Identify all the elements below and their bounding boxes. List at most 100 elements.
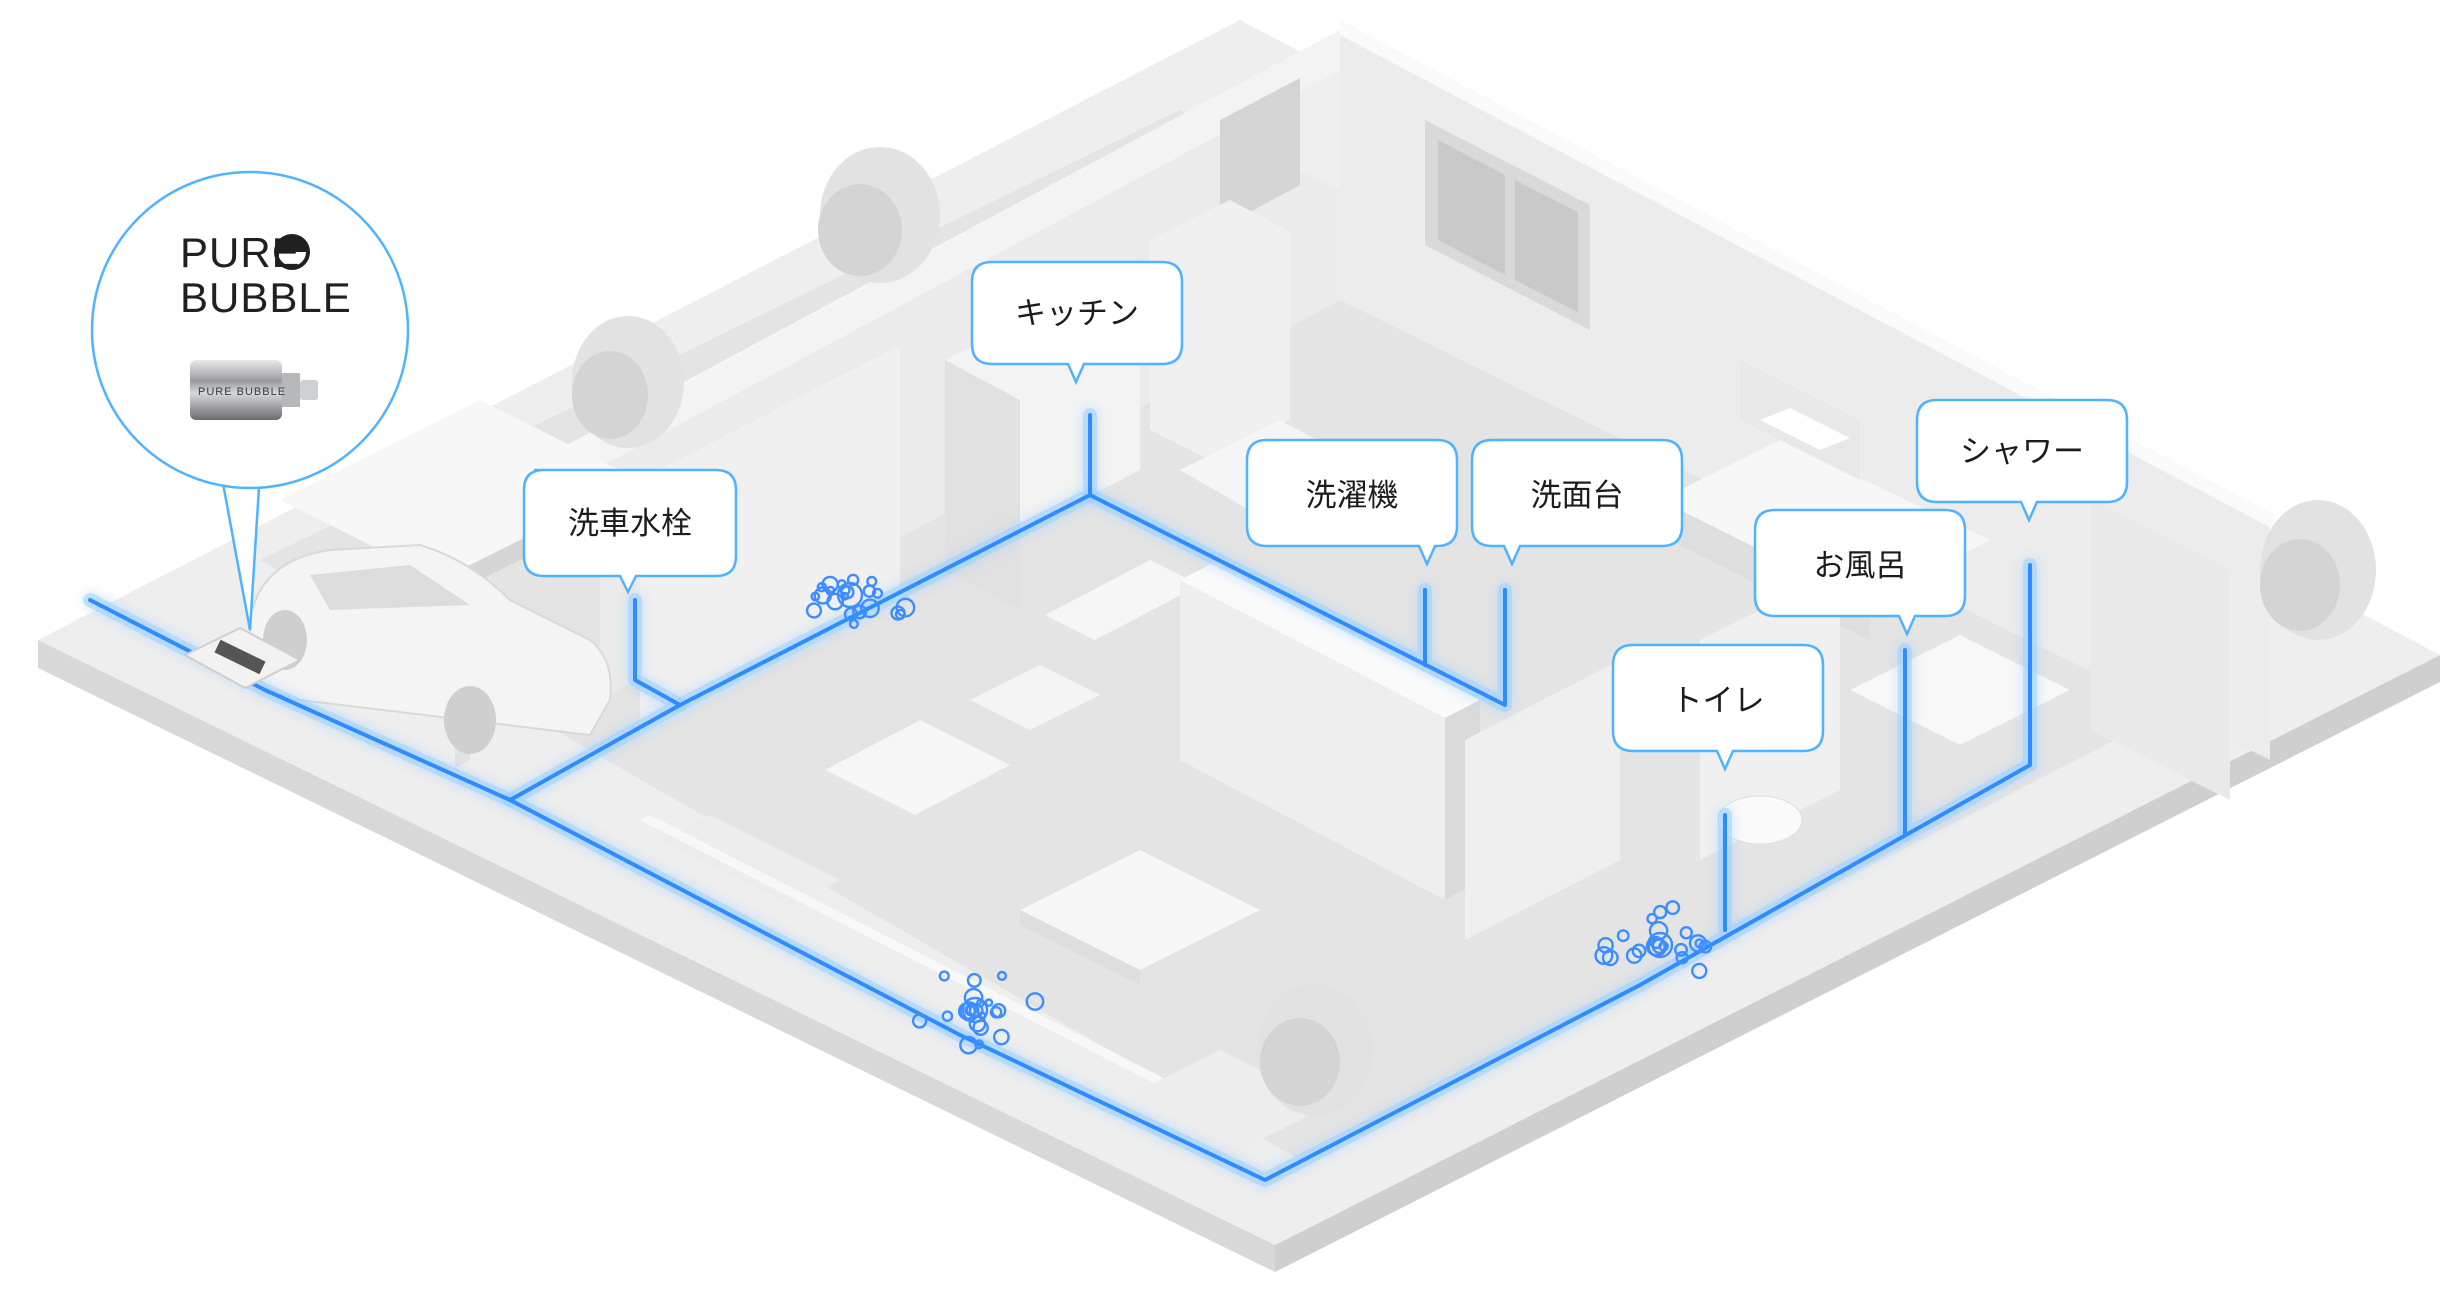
callout-car-wash-label: 洗車水栓	[568, 506, 692, 542]
callout-shower: シャワー	[1915, 398, 2129, 524]
window	[1220, 78, 1300, 228]
micro-bubble	[991, 1003, 1007, 1019]
micro-bubble	[894, 608, 907, 620]
micro-bubble	[840, 591, 850, 601]
micro-bubble	[938, 970, 950, 982]
callout-wash-basin-label: 洗面台	[1531, 478, 1624, 514]
micro-bubble	[1675, 951, 1689, 965]
shower-wall	[2090, 500, 2230, 800]
carport-roof	[280, 400, 640, 580]
floor-slab-side-right	[1275, 655, 2440, 1272]
tree	[818, 147, 940, 283]
sofa-back	[1045, 538, 1150, 615]
tv-stand	[660, 815, 840, 905]
product-label: PURE BUBBLE	[198, 386, 286, 398]
micro-bubble	[1665, 900, 1681, 916]
product-device-image: PURE BUBBLE	[190, 360, 318, 420]
micro-bubble	[862, 584, 877, 598]
micro-bubble	[1594, 946, 1614, 966]
micro-bubble	[1673, 942, 1688, 957]
front-low-wall	[640, 815, 1265, 1135]
micro-bubble	[966, 972, 982, 988]
brand-logo-circle-fill	[276, 236, 308, 252]
bed-pillow	[1760, 408, 1850, 450]
micro-bubble	[1025, 992, 1045, 1011]
planter	[1120, 1050, 1330, 1155]
water-pipe-network	[83, 408, 2037, 1187]
house-model	[38, 20, 2440, 1272]
micro-bubble	[860, 598, 880, 619]
micro-bubble	[964, 1003, 978, 1017]
tree	[2260, 500, 2376, 640]
micro-bubble	[1691, 962, 1708, 980]
window-pane	[1438, 140, 1505, 275]
coffee-table	[970, 665, 1100, 730]
micro-bubble	[1688, 934, 1708, 953]
brand-logo-line2: BUBBLE	[180, 274, 352, 321]
product-callout-circle	[90, 170, 410, 490]
tree	[1257, 984, 1373, 1116]
micro-bubble	[839, 584, 851, 596]
window-pane	[1515, 180, 1578, 312]
micro-bubble	[846, 573, 860, 587]
micro-bubble	[1646, 912, 1658, 925]
micro-bubble	[836, 581, 864, 609]
pipe-utility-core	[1088, 493, 1507, 707]
callout-car-wash: 洗車水栓	[522, 468, 738, 595]
callout-washing-machine-label: 洗濯機	[1306, 478, 1399, 514]
left-wall	[640, 345, 900, 735]
car-wheel	[444, 686, 496, 754]
micro-bubble	[1694, 938, 1705, 949]
micro-bubble	[974, 1039, 985, 1050]
micro-bubble	[911, 1013, 928, 1029]
micro-bubble	[1651, 938, 1668, 955]
callout-washing-machine: 洗濯機	[1245, 438, 1459, 568]
micro-bubble	[993, 1028, 1010, 1046]
micro-bubble	[1679, 926, 1694, 940]
pipe-bath-core	[1723, 648, 1907, 932]
micro-bubble	[1631, 943, 1647, 959]
micro-bubble	[941, 1010, 954, 1023]
fridge	[1150, 200, 1290, 460]
sofa	[1045, 560, 1200, 640]
floor-slab-side	[38, 640, 1275, 1272]
brand-logo-line1: PURE	[180, 229, 301, 276]
sofa-back	[825, 690, 920, 770]
micro-bubble	[852, 604, 868, 620]
micro-bubble-clusters	[805, 573, 1713, 1055]
micro-bubble	[871, 587, 884, 599]
micro-bubble	[848, 618, 860, 630]
micro-bubble	[1646, 931, 1674, 959]
micro-bubble	[1616, 929, 1630, 943]
pipe-car-wash-core	[508, 598, 682, 802]
micro-bubble	[996, 970, 1008, 982]
callout-kitchen-label: キッチン	[1015, 296, 1139, 332]
kitchen-cabinet-front	[945, 360, 1020, 610]
pipe-main-core	[88, 563, 2032, 1182]
bathroom-wall	[1465, 660, 1620, 940]
partition-wall	[1180, 562, 1480, 718]
micro-bubble	[1625, 947, 1643, 964]
car-window	[310, 565, 470, 610]
callout-kitchen: キッチン	[970, 260, 1184, 386]
callout-wash-basin: 洗面台	[1470, 438, 1684, 568]
inlet-device	[184, 627, 301, 689]
micro-bubble	[1652, 904, 1668, 920]
callout-bath-label: お風呂	[1814, 548, 1907, 584]
dining-table-edge	[1020, 910, 1140, 985]
sofa	[825, 720, 1010, 815]
micro-bubble	[805, 602, 823, 619]
partition-wall-face	[1180, 580, 1445, 900]
micro-bubble	[959, 1035, 978, 1055]
micro-bubble	[961, 996, 989, 1024]
tree	[572, 316, 684, 448]
micro-bubble	[1601, 949, 1619, 967]
callout-toilet-label: トイレ	[1672, 683, 1765, 719]
callout-shower-label: シャワー	[1960, 434, 2084, 470]
callout-toilet: トイレ	[1611, 643, 1825, 773]
micro-bubble	[968, 1014, 987, 1033]
callout-bath: お風呂	[1753, 508, 1967, 638]
micro-bubble	[813, 586, 832, 605]
product-callout: PURE BUBBLE PURE BUBBLE	[90, 170, 410, 631]
